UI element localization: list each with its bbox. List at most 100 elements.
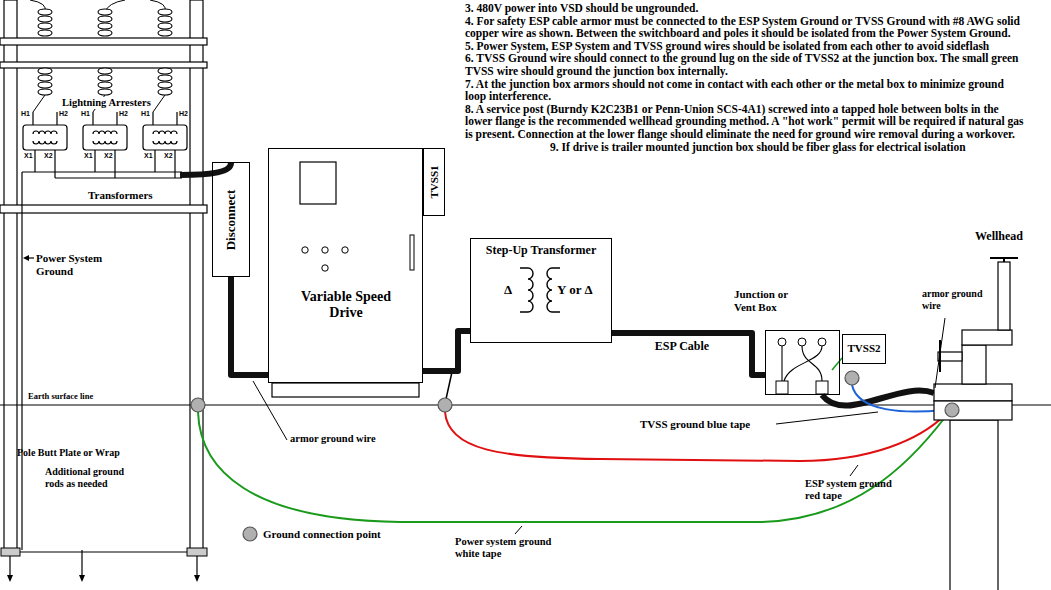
line-shape (850, 465, 858, 476)
ground-rod-tip (7, 575, 13, 582)
transformer-coils (520, 268, 560, 312)
arrow-head (23, 255, 29, 261)
ground-wire (21, 172, 22, 550)
display-screen (300, 162, 336, 204)
step-up-transformer-box: Step-Up TransformerΔY or Δ (470, 238, 612, 343)
tvss-box: TVSS1 (423, 148, 445, 216)
part-label: armor ground wire (922, 288, 992, 311)
box-title: TVSS2 (847, 342, 880, 355)
pole-butt-plate (1, 548, 20, 556)
legend-swatch (242, 526, 258, 542)
part-label: Lightning Arresters (62, 97, 151, 109)
wellhead-casing (950, 420, 998, 590)
armor-ground-wire (446, 372, 452, 399)
earth-surface-line (0, 405, 1051, 406)
path-shape (784, 346, 822, 381)
path-shape (781, 346, 782, 381)
armored-cable (180, 163, 231, 175)
wire-label: ESP system ground red tape (805, 478, 905, 502)
part-label: Additional ground rods as needed (45, 466, 145, 489)
note-text: 3. 480V power into VSD should be ungroun… (465, 2, 1027, 15)
disconnect-box: Disconnect (212, 162, 250, 277)
legend-swatch-circle (243, 527, 257, 541)
ground-connection-point (191, 398, 205, 412)
vsd-cabinet: Variable Speed Drive (268, 148, 423, 383)
wire-label: Power system ground white tape (455, 536, 573, 560)
tvss-ground-wire (852, 385, 944, 412)
line-shape (81, 550, 82, 575)
path-shape (802, 346, 822, 381)
legend-entry: Ground connection point (242, 526, 381, 542)
junction-box: Junction or Vent Box (765, 330, 840, 395)
use-shape (143, 112, 187, 178)
terminal-label: X1 (144, 152, 153, 160)
winding-label: Δ (504, 283, 512, 298)
tubing-head (962, 345, 986, 384)
use-shape (83, 112, 127, 178)
door-handle (410, 235, 414, 270)
use-shape (38, 9, 52, 36)
junction-wiring (782, 346, 822, 381)
terminal-label: X1 (24, 152, 33, 160)
box-title: Step-Up Transformer (486, 244, 597, 258)
terminal-label: X2 (104, 152, 113, 160)
esp-ground-wire (445, 412, 946, 461)
line-shape (33, 95, 45, 112)
terminal (818, 338, 826, 346)
cable-label: ESP Cable (653, 339, 711, 354)
ground-rod-tip (79, 575, 85, 582)
line-shape (253, 381, 287, 440)
notes-block: 3. 480V power into VSD should be ungroun… (465, 2, 1027, 153)
terminal (798, 338, 806, 346)
pipe-cap (1003, 258, 1005, 262)
terminal (778, 338, 786, 346)
tvss-box: TVSS2 (842, 334, 886, 364)
ground-connection-point (845, 371, 859, 385)
crossarm (0, 205, 207, 213)
ground-connection-point (438, 398, 452, 412)
terminal-label: H2 (59, 110, 68, 118)
box-title: TVSS1 (428, 165, 441, 198)
note-text: 8. A service post (Burndy K2C23B1 or Pen… (465, 103, 1027, 141)
line-shape (22, 171, 182, 172)
wire-label: TVSS ground blue tape (640, 418, 750, 431)
ground-rod-tip (194, 575, 200, 582)
path-shape (520, 268, 533, 312)
note-text: 5. Power System, ESP System and TVSS gro… (465, 40, 1027, 53)
control-knob (322, 265, 328, 271)
part-label: armor ground wire (290, 433, 376, 445)
side-valve (938, 352, 962, 361)
utility-pole (190, 0, 203, 552)
terminal-label: H1 (81, 110, 90, 118)
control-knob (322, 247, 328, 253)
line-shape (20, 551, 187, 552)
arrester-leads (33, 95, 165, 112)
cabinet-base (272, 383, 419, 397)
terminal-label: H1 (21, 110, 30, 118)
power-ground-wire (198, 412, 946, 522)
legend-text: Ground connection point (263, 528, 381, 540)
line-shape (9, 556, 10, 575)
crossarm (0, 62, 207, 68)
part-label: Earth surface line (28, 392, 93, 402)
ground-rods (10, 550, 197, 575)
terminal-label: H1 (141, 110, 150, 118)
box-title: Variable Speed Drive (291, 289, 401, 321)
armored-cable-connector (231, 277, 268, 375)
line-shape (935, 318, 945, 388)
armored-cable (822, 391, 934, 406)
cable-gland (816, 381, 828, 394)
use-shape (98, 68, 112, 95)
line-shape (55, 177, 182, 178)
cable-gland (776, 381, 788, 394)
line-shape (196, 556, 197, 575)
terminal-label: H2 (119, 110, 128, 118)
terminal-label: X2 (44, 152, 53, 160)
line-shape (153, 95, 165, 112)
crossarm (0, 38, 207, 45)
line-shape (776, 412, 878, 424)
control-knob (302, 247, 308, 253)
control-knob (342, 247, 348, 253)
terminal-label: H2 (179, 110, 188, 118)
flow-tee (962, 330, 1012, 345)
